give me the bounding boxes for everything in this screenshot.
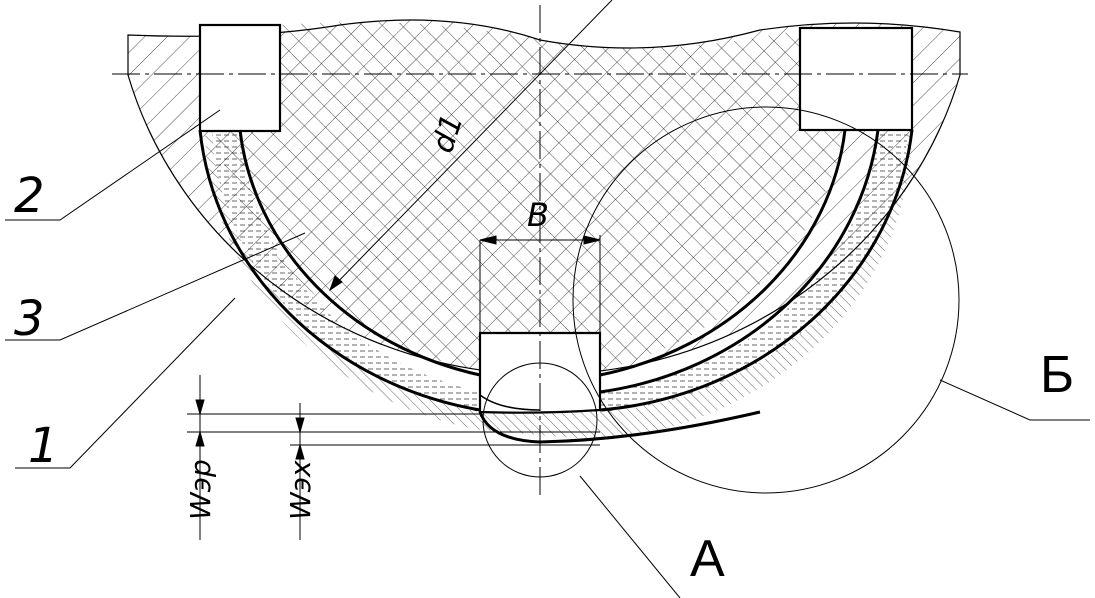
- label-2: 2: [14, 168, 45, 224]
- contour-arcs: [198, 129, 914, 444]
- leader-lines: [5, 109, 1090, 598]
- left-slot: [198, 23, 282, 133]
- label-a: A: [690, 530, 725, 588]
- dimension-lines: [187, 0, 613, 540]
- label-b: B: [527, 196, 549, 234]
- inner-core: [215, 22, 845, 371]
- right-slot: [798, 26, 914, 132]
- label-be: Б: [1040, 346, 1074, 404]
- label-1: 1: [28, 418, 59, 474]
- label-wzh: Wэх: [284, 460, 317, 520]
- label-3: 3: [14, 291, 45, 347]
- bottom-slot: [478, 331, 602, 414]
- label-wzp: Wэр: [184, 459, 217, 520]
